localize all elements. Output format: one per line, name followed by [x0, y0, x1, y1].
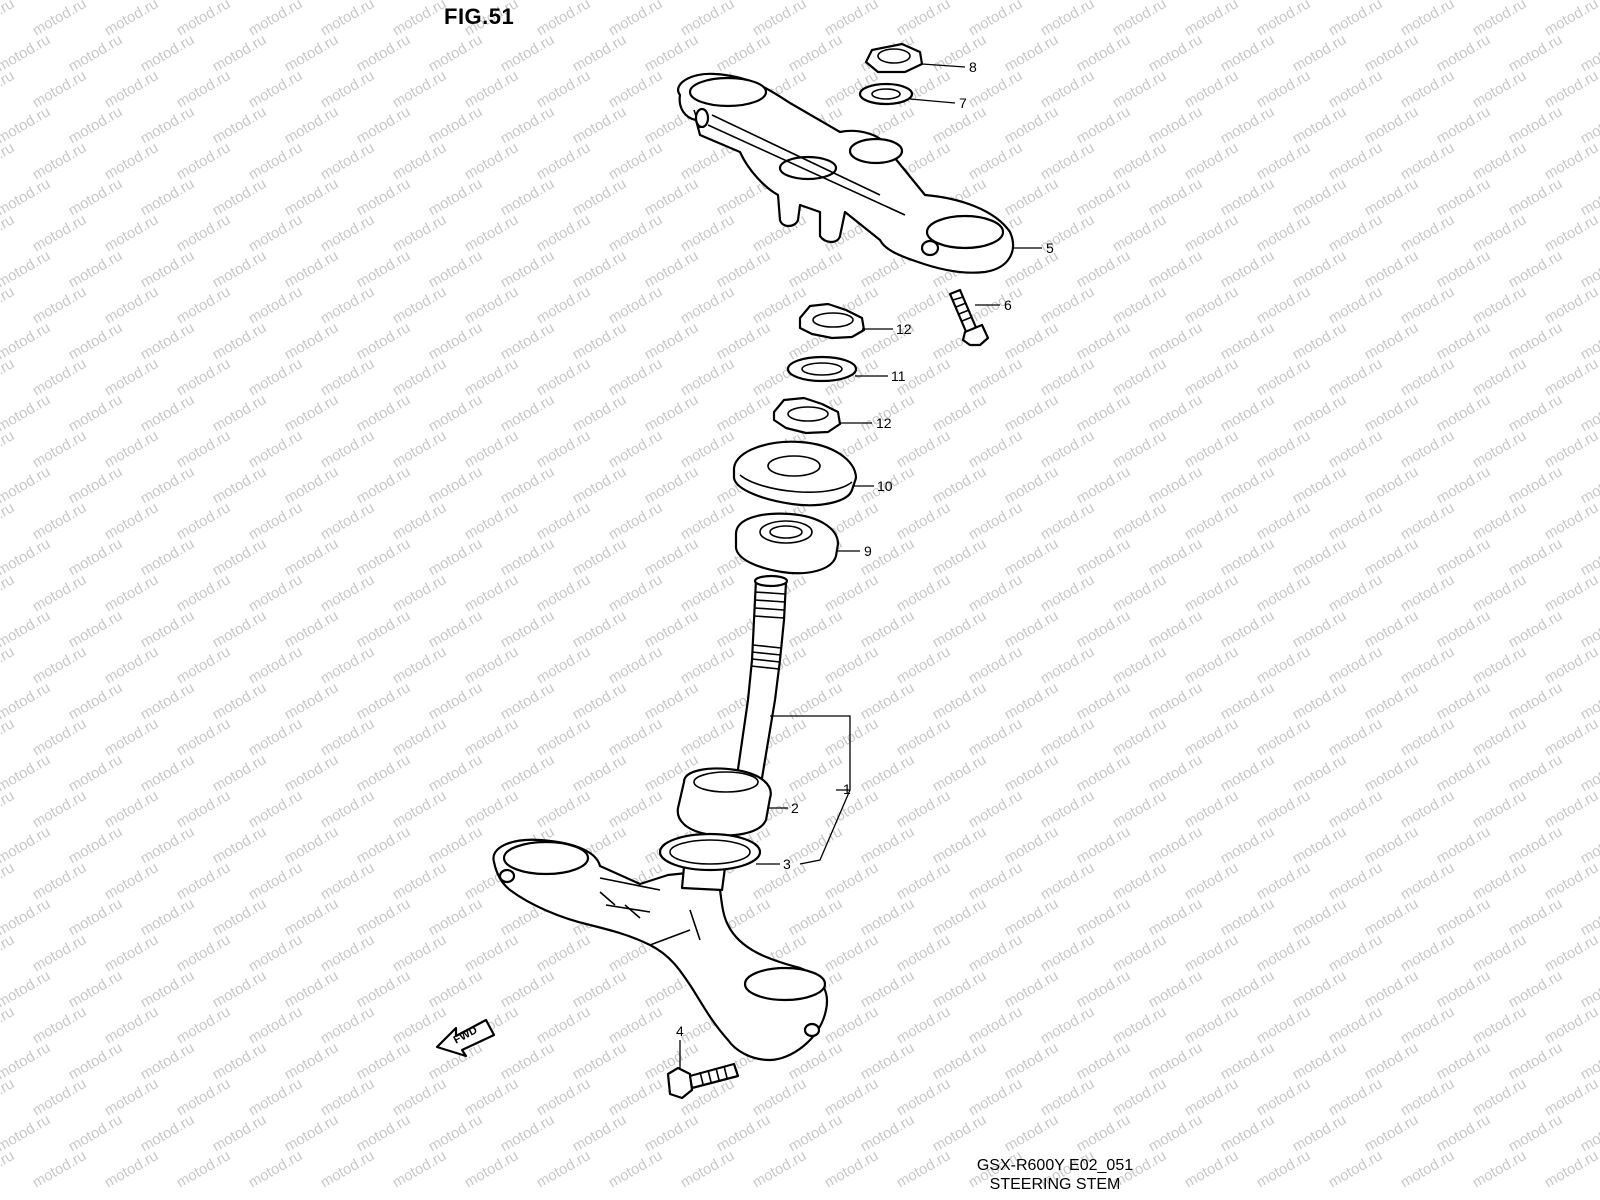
callout-10[interactable]: 10	[877, 478, 893, 494]
nut-part-8[interactable]	[864, 42, 924, 74]
bearing-part-9[interactable]	[734, 512, 840, 575]
diagram-caption: STEERING STEM	[989, 1176, 1121, 1193]
callout-12-lower[interactable]: 12	[876, 415, 892, 431]
model-code: GSX-R600Y E02_051	[976, 1157, 1134, 1174]
upper-bracket-part-5[interactable]	[677, 72, 1015, 274]
figure-title: FIG.51	[444, 4, 515, 29]
callout-9[interactable]: 9	[864, 543, 872, 559]
callout-1[interactable]: 1	[843, 781, 851, 797]
callout-2[interactable]: 2	[791, 800, 799, 816]
callout-lines	[679, 63, 1042, 1068]
washer-part-7[interactable]	[858, 82, 914, 106]
bolt-part-6[interactable]	[948, 288, 990, 347]
lock-nut-part-12-upper[interactable]	[798, 302, 866, 340]
bearing-part-2[interactable]	[676, 767, 772, 837]
bolt-part-4[interactable]	[666, 1062, 740, 1100]
callout-labels: 8 7 5 6 12 11 12 10 9 1 2 3 4	[676, 59, 1054, 1039]
dust-seal-part-10[interactable]	[732, 440, 858, 507]
callout-12-upper[interactable]: 12	[896, 321, 912, 337]
lock-nut-part-12-lower[interactable]	[772, 396, 842, 435]
callout-4[interactable]: 4	[676, 1023, 684, 1039]
seal-part-3[interactable]	[658, 832, 762, 872]
steering-stem-part-1[interactable]	[492, 574, 829, 1062]
callout-11[interactable]: 11	[891, 368, 906, 384]
callout-5[interactable]: 5	[1046, 240, 1054, 256]
callout-8[interactable]: 8	[969, 59, 977, 75]
callout-3[interactable]: 3	[783, 856, 791, 872]
callout-6[interactable]: 6	[1004, 297, 1012, 313]
callout-7[interactable]: 7	[959, 95, 967, 111]
diagram-footer: GSX-R600Y E02_051 STEERING STEM	[960, 1156, 1150, 1194]
forward-direction-arrow: FWD	[435, 1018, 496, 1058]
lock-washer-part-11[interactable]	[786, 355, 858, 383]
